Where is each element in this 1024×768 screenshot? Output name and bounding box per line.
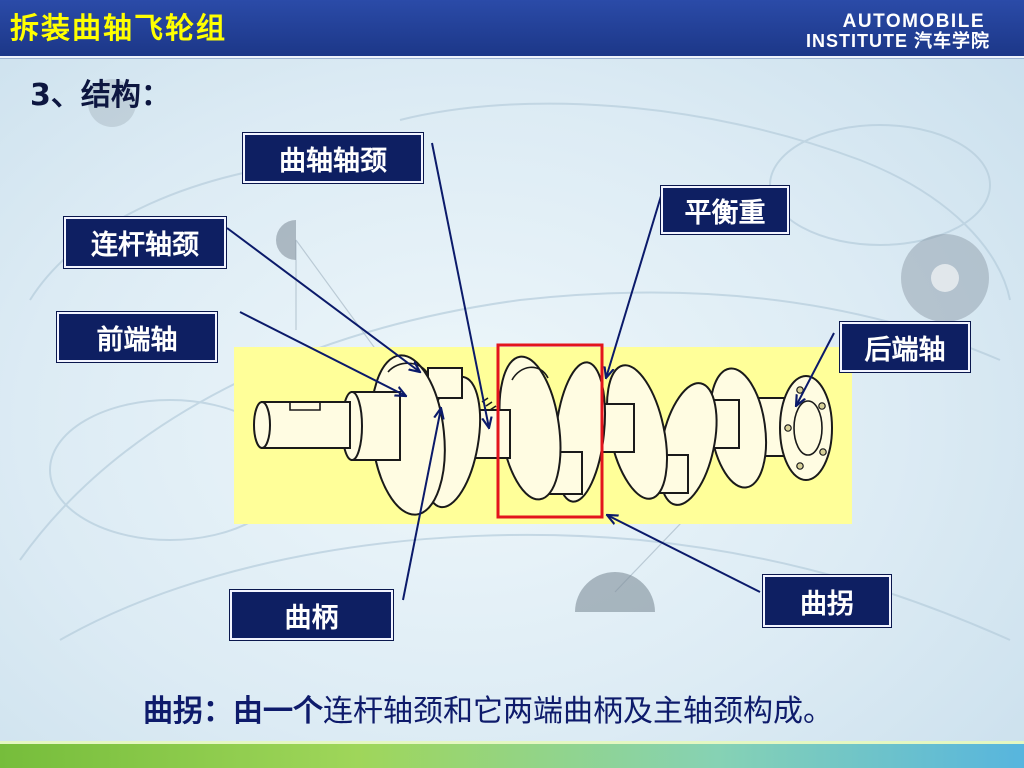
crank-web-5 — [606, 364, 668, 500]
definition-caption: 曲拐：由一个连杆轴颈和它两端曲柄及主轴颈构成。 — [143, 693, 833, 731]
label-main-journal: 曲轴轴颈 — [242, 132, 424, 184]
leader-crankpin-journal — [226, 227, 420, 372]
leader-front-end-shaft — [239, 311, 406, 396]
label-crank-throw: 曲拐 — [762, 574, 892, 628]
label-crank-arm: 曲柄 — [229, 589, 394, 641]
leader-crank-throw — [607, 515, 761, 593]
slide-title: 拆装曲轴飞轮组 — [10, 11, 228, 45]
rear-end-shaft — [757, 375, 833, 481]
watermark-wheel-1 — [769, 124, 991, 246]
leader-counterweight — [606, 195, 662, 378]
section-heading: 3、结构： — [30, 78, 171, 113]
brand-line-1: AUTOMOBILE — [842, 11, 985, 32]
leader-main-journal — [431, 142, 489, 428]
crank-web-3-fillet — [511, 366, 549, 381]
label-counterweight: 平衡重 — [660, 185, 790, 235]
crank-web-2 — [422, 375, 482, 509]
header-divider — [0, 56, 1024, 58]
main-journal-1 — [467, 409, 511, 459]
caption-emphasis: 曲拐：由一个 — [143, 694, 323, 729]
oil-hole-marks — [481, 397, 497, 411]
crankpin-1 — [427, 367, 463, 399]
header-divider-shadow — [0, 58, 1024, 59]
label-rear-end-shaft: 后端轴 — [839, 321, 971, 373]
crank-web-6 — [658, 382, 718, 506]
brand-line-2: INSTITUTE 汽车学院 — [806, 31, 990, 51]
main-journal-2 — [595, 403, 635, 453]
footer-band-highlight — [0, 741, 1024, 744]
crank-web-4 — [554, 361, 606, 503]
crank-web-1-fillet — [387, 362, 429, 375]
leader-crank-arm — [402, 408, 441, 601]
header-bar: 拆装曲轴飞轮组 AUTOMOBILE INSTITUTE 汽车学院 — [0, 0, 1024, 56]
diagram-panel — [234, 347, 852, 524]
crankshaft-illustration — [253, 354, 833, 516]
watermark-line-2 — [614, 429, 771, 593]
label-front-end-shaft: 前端轴 — [56, 311, 218, 363]
main-journal-3 — [704, 399, 740, 449]
label-crankpin-journal: 连杆轴颈 — [63, 216, 227, 269]
watermark-half-disc-left — [276, 220, 296, 260]
crank-throw-highlight — [496, 343, 604, 519]
watermark-half-disc-bottom — [575, 572, 655, 612]
crank-web-1 — [370, 354, 446, 516]
leader-rear-end-shaft — [796, 332, 835, 406]
crank-web-3 — [498, 355, 562, 501]
crankpin-2 — [545, 451, 583, 495]
watermark-disc-right-center — [931, 264, 959, 292]
footer-band — [0, 744, 1024, 768]
watermark-wheel-2 — [49, 399, 291, 541]
crank-web-7 — [708, 367, 768, 489]
caption-text: 连杆轴颈和它两端曲柄及主轴颈构成。 — [323, 694, 833, 729]
watermark-disc-right — [901, 234, 989, 322]
front-end-shaft — [253, 391, 401, 461]
crankpin-3 — [651, 454, 689, 494]
watermark-line-1 — [295, 239, 501, 521]
